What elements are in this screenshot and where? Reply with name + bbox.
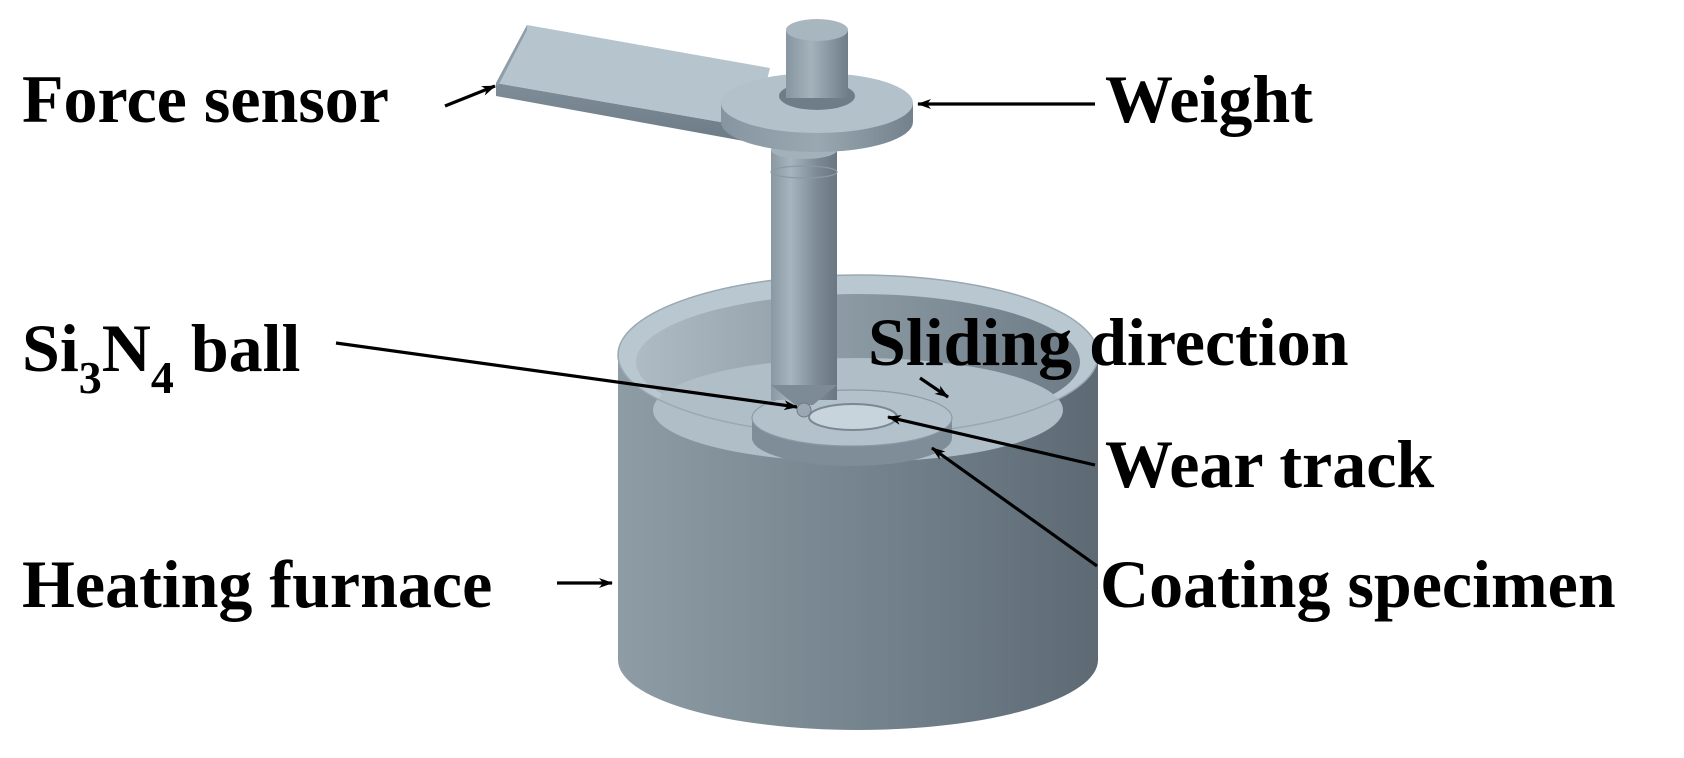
label-force-sensor: Force sensor	[22, 61, 389, 137]
force-sensor-arm-shape	[496, 25, 770, 143]
wear-track-shape	[808, 403, 898, 431]
label-heating-furnace: Heating furnace	[22, 546, 492, 622]
label-ball-si: Si	[22, 310, 79, 386]
label-weight: Weight	[1105, 61, 1313, 137]
si3n4-ball-shape	[796, 402, 812, 418]
arrow-force-sensor	[444, 84, 496, 108]
label-ball-sub3: 3	[79, 352, 102, 403]
annotation-arrows	[335, 84, 1098, 588]
label-si3n4-ball: Si3N4 ball	[22, 310, 300, 403]
rod-shape	[770, 141, 838, 405]
label-coating-specimen: Coating specimen	[1100, 546, 1616, 622]
label-wear-track: Wear track	[1105, 426, 1434, 502]
label-ball-rest: ball	[174, 310, 301, 386]
label-ball-sub4: 4	[151, 352, 174, 403]
arrow-sliding-direction	[919, 376, 949, 399]
arrow-ball	[335, 341, 798, 411]
label-ball-n: N	[102, 310, 151, 386]
arrow-wear-track	[887, 415, 1096, 467]
upper-rod-shape	[786, 19, 848, 98]
arrow-coating-specimen	[931, 446, 1098, 568]
label-sliding-direction: Sliding direction	[868, 304, 1349, 380]
